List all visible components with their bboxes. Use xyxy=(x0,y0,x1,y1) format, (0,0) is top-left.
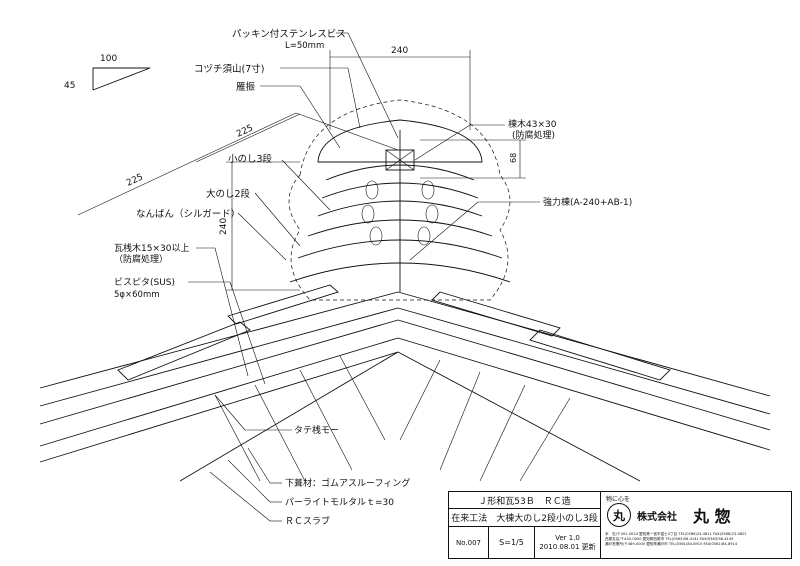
label-konoshi: 小のし3段 xyxy=(228,153,273,165)
scale-rise-label: 45 xyxy=(64,81,75,91)
dim-240-top: 240 xyxy=(391,46,408,56)
label-perlite: パーライトモルタルｔ=30 xyxy=(285,497,394,508)
dimension-240-top: 240 xyxy=(329,46,471,130)
address-nishio: 西尾支店/〒445-0000 愛知県西尾市 TEL(0563)56-4141 F… xyxy=(605,537,734,542)
leader-lines xyxy=(188,32,540,522)
dim-68: 68 xyxy=(509,153,518,163)
drawing-scale: S=1/5 xyxy=(489,527,535,558)
ridge-assembly xyxy=(288,99,511,301)
company-logo: 丸 xyxy=(607,503,631,527)
title-line-1: Ｊ形和瓦53Ｂ ＲＣ造 xyxy=(449,492,601,509)
label-oonoshi: 大のし2段 xyxy=(206,188,251,200)
label-tatesan: タテ桟モー xyxy=(294,424,339,436)
address-head-office: 本 社/〒491-0024 愛知県一宮市富士3丁目 TEL(0586)23-48… xyxy=(605,532,747,536)
drawing-number: No.007 xyxy=(449,527,489,558)
company-block: 物に心を 丸 株式会社 丸 惣 本 社/〒491-0024 愛知県一宮市富士3丁… xyxy=(601,492,791,558)
dimension-68: 68 xyxy=(420,139,526,179)
company-motto: 物に心を xyxy=(606,496,631,503)
dim-240-left: 240 xyxy=(219,218,229,235)
label-bisupita: ビスピタ(SUS) xyxy=(114,277,175,288)
roof-left-slope xyxy=(39,284,399,482)
label-munagi-note: (防腐処理) xyxy=(512,129,555,141)
slope-scale-triangle: 100 45 xyxy=(64,54,151,91)
update-date: 2010.08.01 更新 xyxy=(539,542,596,551)
version-cell: Ver 1.0 2010.08.01 更新 xyxy=(535,527,601,558)
label-shitabuki: 下葺材：ゴムアスルーフィング xyxy=(285,477,410,489)
part-labels: パッキン付ステンレスビス L=50mm コヅチ須山(7寸) 雁振 小のし3段 大… xyxy=(114,29,632,527)
label-packing-screw-length: L=50mm xyxy=(285,41,324,51)
roof-right-slope xyxy=(397,291,771,482)
label-kyoryoku: 強力棟(A-240+AB-1) xyxy=(543,196,632,208)
dim-225-upper: 225 xyxy=(235,123,255,139)
label-nanban: なんばん（シルガード） xyxy=(136,208,240,220)
company-addresses: 本 社/〒491-0024 愛知県一宮市富士3丁目 TEL(0586)23-48… xyxy=(605,532,747,548)
scale-run-label: 100 xyxy=(100,54,117,64)
label-gamburi: 雁振 xyxy=(236,81,256,93)
company-type: 株式会社 xyxy=(637,512,677,523)
label-kawarasangi: 瓦桟木15×30以上 xyxy=(114,242,189,254)
title-line-2: 在来工法 大棟大のし2段小のし3段 xyxy=(449,509,601,527)
dimension-240-left: 240 xyxy=(219,161,300,291)
version-text: Ver 1.0 xyxy=(555,533,580,542)
label-munagi: 棟木43×30 xyxy=(508,118,557,130)
label-kotsuchi: コヅチ須山(7寸) xyxy=(194,63,264,75)
dim-225-lower: 225 xyxy=(125,172,145,188)
label-bisupita-spec: 5φ×60mm xyxy=(114,290,160,300)
address-seto: 瀬戸営業所/〒489-0000 愛知県瀬戸市 TEL(0561)84-8910 … xyxy=(605,542,738,547)
label-kawarasangi-note: （防腐処理） xyxy=(114,253,168,265)
title-block: Ｊ形和瓦53Ｂ ＲＣ造 在来工法 大棟大のし2段小のし3段 No.007 S=1… xyxy=(448,491,792,559)
company-name: 丸 惣 xyxy=(693,507,731,526)
label-packing-screw: パッキン付ステンレスビス xyxy=(232,29,346,40)
label-rc-slab: ＲＣスラブ xyxy=(285,515,330,527)
